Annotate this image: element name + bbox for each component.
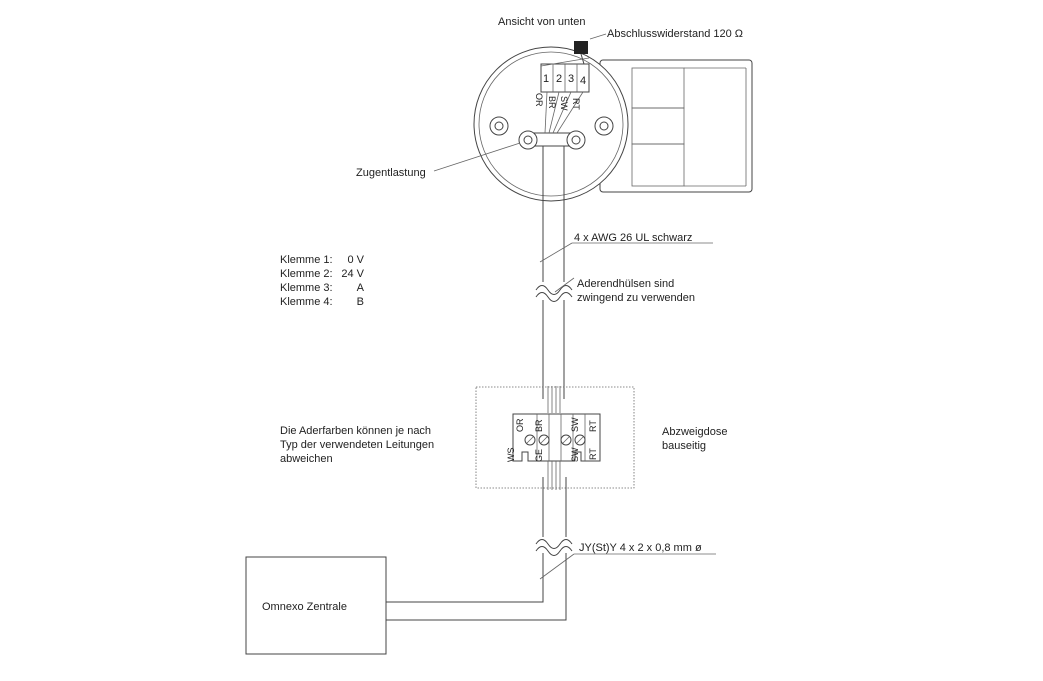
terminal-name: Klemme 2: xyxy=(280,268,333,280)
colors-note: Die Aderfarben können je nach xyxy=(280,425,431,437)
mounting-screw xyxy=(594,116,614,136)
terminal-number: 3 xyxy=(568,73,574,85)
leader-line xyxy=(433,142,521,172)
colors-note: Typ der verwendeten Leitungen xyxy=(280,439,434,451)
ferrules-label: zwingend zu verwenden xyxy=(577,292,695,304)
terminal-number: 2 xyxy=(556,73,562,85)
housing-slot xyxy=(631,107,685,145)
wire-color-label: RT xyxy=(571,98,581,110)
strain-relief-label: Zugentlastung xyxy=(356,167,426,179)
view-title: Ansicht von unten xyxy=(498,16,585,28)
cable2-label: JY(St)Y 4 x 2 x 0,8 mm ø xyxy=(579,542,702,554)
cable-box-to-central xyxy=(386,461,573,621)
box-wire-label: SW xyxy=(570,447,580,462)
mounting-screw xyxy=(489,116,509,136)
ferrules-label: Aderendhülsen sind xyxy=(577,278,674,290)
clamp-screw xyxy=(566,130,586,150)
box-wire-label: BR xyxy=(534,419,544,432)
cable-break xyxy=(535,285,573,295)
terminal-name: Klemme 3: xyxy=(280,282,333,294)
junction-box-label: Abzweigdose xyxy=(662,426,727,438)
termination-label: Abschlusswiderstand 120 Ω xyxy=(607,28,743,40)
leader-line xyxy=(589,33,607,40)
junction-box-outline xyxy=(475,386,635,489)
terminal-number: 1 xyxy=(543,73,549,85)
leader-line xyxy=(554,277,575,293)
cable-break xyxy=(535,539,573,549)
cable-break xyxy=(535,292,573,302)
central-unit-label: Omnexo Zentrale xyxy=(262,601,347,613)
terminal-screw xyxy=(524,434,536,446)
box-wire-label: WS xyxy=(506,448,516,463)
terminal-number: 4 xyxy=(580,75,586,87)
terminal-list: Klemme 1: 0 V Klemme 2: 24 V Klemme 3: A… xyxy=(280,254,365,308)
terminal-screw xyxy=(574,434,586,446)
clamp-screw xyxy=(518,130,538,150)
device-base-inner xyxy=(478,51,624,197)
termination-resistor xyxy=(574,41,588,54)
box-wire-label: RT xyxy=(588,420,598,432)
wire-color-label: BR xyxy=(547,96,557,109)
box-wire-label: OR xyxy=(515,418,525,432)
box-wire-label: GE xyxy=(534,449,544,462)
terminal-name: Klemme 1: xyxy=(280,254,333,266)
terminal-value: A xyxy=(357,282,365,294)
terminal-strip xyxy=(512,413,601,462)
terminal-screw xyxy=(560,434,572,446)
housing-slot xyxy=(631,67,685,109)
box-wire-label: RT xyxy=(588,448,598,460)
housing-slot xyxy=(631,143,685,187)
wire-color-label: OR xyxy=(534,93,544,107)
terminal-name: Klemme 4: xyxy=(280,296,333,308)
cable1-label: 4 x AWG 26 UL schwarz xyxy=(574,232,692,244)
junction-box-label: bauseitig xyxy=(662,440,706,452)
terminal-value: 24 V xyxy=(341,268,364,280)
terminal-value: B xyxy=(357,296,364,308)
cable-break xyxy=(535,546,573,556)
wire-color-label: SW xyxy=(559,96,569,111)
box-wire-label: SW xyxy=(570,417,580,432)
cable-device-to-box xyxy=(535,146,573,413)
junction-box xyxy=(475,386,635,489)
device-bottom-view xyxy=(473,41,753,202)
terminal-screw xyxy=(538,434,550,446)
terminal-value: 0 V xyxy=(347,254,364,266)
colors-note: abweichen xyxy=(280,453,333,465)
central-unit-box xyxy=(245,556,387,655)
